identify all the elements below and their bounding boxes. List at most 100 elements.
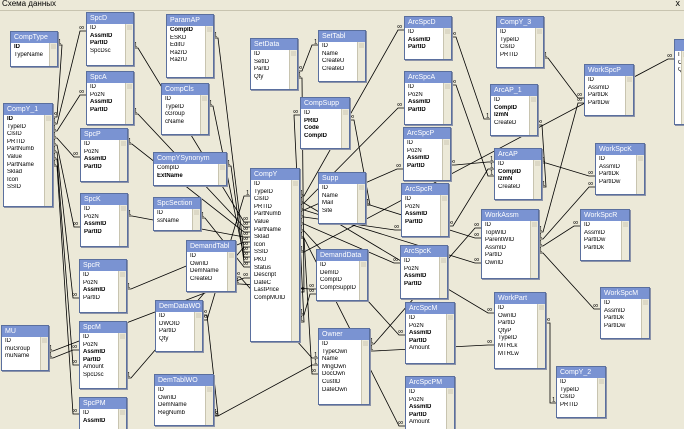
field-item[interactable]: OwnID — [485, 259, 504, 266]
table-title[interactable]: CompYSynonym — [154, 153, 226, 164]
field-item[interactable]: PartID — [409, 411, 427, 418]
table-title[interactable]: ArcSpcK — [401, 246, 447, 257]
field-item[interactable]: ID — [190, 253, 196, 259]
field-item[interactable]: TypeName — [14, 51, 44, 58]
relationship-line[interactable] — [51, 44, 63, 118]
field-item[interactable]: ID — [588, 77, 594, 83]
field-item[interactable]: SetID — [254, 58, 270, 65]
table-scrollbar[interactable] — [361, 340, 369, 404]
field-item[interactable]: TopWID — [485, 229, 507, 236]
field-item[interactable]: PRTID — [254, 203, 272, 210]
field-item[interactable]: PartIDw — [588, 99, 610, 106]
field-item[interactable]: AssmID — [599, 163, 620, 170]
field-item[interactable]: MngOwn — [322, 363, 347, 370]
table-scrollbar[interactable] — [443, 28, 451, 59]
table-title[interactable]: DemDataWO — [156, 301, 202, 312]
field-item[interactable]: PartID — [404, 280, 422, 287]
field-item[interactable]: PartIDw — [604, 322, 626, 329]
table-title[interactable]: Owner — [319, 329, 369, 340]
field-item[interactable]: ID — [7, 116, 13, 122]
field-item[interactable]: ParentWID — [485, 237, 515, 244]
table-title[interactable]: ArcSpcM — [406, 303, 454, 314]
field-item[interactable]: ID — [304, 110, 310, 116]
table-title[interactable]: SpcD — [87, 13, 133, 24]
field-item[interactable]: EditU — [170, 42, 185, 49]
table-scrollbar[interactable] — [125, 83, 133, 124]
table-scrollbar[interactable] — [359, 261, 367, 300]
field-item[interactable]: cGroup — [165, 111, 185, 118]
field-item[interactable]: ID — [254, 51, 260, 57]
table-scrollbar[interactable] — [205, 26, 213, 77]
field-item[interactable]: PartID — [84, 228, 102, 235]
field-item[interactable]: ID — [498, 161, 504, 167]
field-item[interactable]: CompID — [498, 168, 521, 175]
relationship-line[interactable] — [536, 124, 547, 188]
field-item[interactable]: Code — [304, 125, 319, 132]
field-item[interactable]: PartName — [254, 226, 282, 233]
table-title[interactable]: SpcP — [81, 129, 127, 140]
field-item[interactable]: ClsID — [560, 394, 575, 401]
field-item[interactable]: ID — [90, 84, 96, 90]
relationship-line[interactable] — [207, 105, 250, 258]
field-item[interactable]: PozN — [409, 322, 424, 329]
table-title[interactable]: WorkSpcP — [585, 65, 633, 76]
field-item[interactable]: PartID — [409, 337, 427, 344]
table-scrollbar[interactable] — [621, 221, 629, 260]
table-scrollbar[interactable] — [443, 83, 451, 124]
field-item[interactable]: PozN — [409, 396, 424, 403]
table-title[interactable]: ArcSpcA — [405, 72, 451, 83]
field-item[interactable]: DWOID — [159, 320, 180, 327]
table-scrollbar[interactable] — [641, 299, 649, 338]
field-item[interactable]: PartName — [7, 161, 35, 168]
field-item[interactable]: Site — [322, 207, 333, 214]
field-item[interactable]: ID — [599, 156, 605, 162]
relationship-line[interactable] — [47, 349, 79, 359]
field-item[interactable]: TypeID — [254, 188, 274, 195]
field-item[interactable]: ID — [159, 313, 165, 319]
field-item[interactable]: CreateD — [494, 119, 517, 126]
field-item[interactable]: OwnID — [498, 312, 517, 319]
field-item[interactable]: SpcDsc — [90, 47, 111, 54]
field-item[interactable]: ID — [485, 222, 491, 228]
relationship-line[interactable] — [296, 44, 318, 72]
table-title[interactable]: CompCls — [162, 84, 208, 95]
table-title[interactable]: SetData — [251, 39, 297, 50]
table-scrollbar[interactable] — [446, 388, 454, 429]
table-scrollbar[interactable] — [192, 209, 200, 230]
field-item[interactable]: Name — [322, 192, 339, 199]
table-scrollbar[interactable] — [442, 139, 450, 180]
field-item[interactable]: ID — [14, 44, 20, 50]
field-item[interactable]: Name — [322, 356, 339, 363]
field-item[interactable]: AssmID — [409, 404, 432, 411]
table-title[interactable]: CompSupp — [301, 98, 349, 109]
field-item[interactable]: ID — [500, 29, 506, 35]
relationship-line[interactable] — [126, 143, 250, 233]
field-item[interactable]: DateOwn — [322, 386, 348, 393]
relationship-line[interactable] — [51, 137, 80, 158]
field-item[interactable]: PartID — [90, 106, 108, 113]
field-item[interactable]: PartID — [84, 163, 102, 170]
field-item[interactable]: Icon — [7, 176, 19, 183]
field-item[interactable]: ID — [560, 379, 566, 385]
relationship-line[interactable] — [212, 37, 250, 253]
field-item[interactable]: ESKD — [170, 34, 187, 41]
field-item[interactable]: PozN — [90, 91, 105, 98]
field-item[interactable]: ID — [408, 29, 414, 35]
field-item[interactable]: CreateD — [322, 65, 345, 72]
field-item[interactable]: AssmID — [83, 417, 106, 424]
field-item[interactable]: PRTID — [7, 138, 25, 145]
field-item[interactable]: ExtName — [157, 172, 183, 179]
